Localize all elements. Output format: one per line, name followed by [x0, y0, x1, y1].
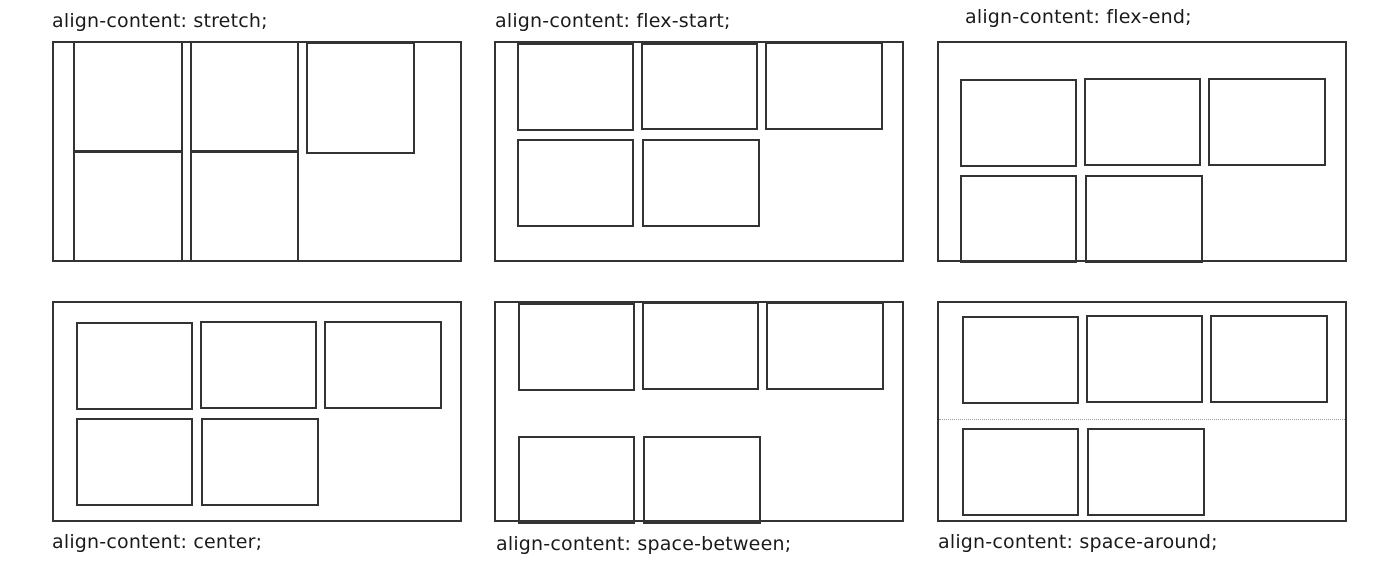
- flex-item-5: [643, 436, 761, 524]
- flex-item-3: [324, 321, 442, 409]
- flex-container-space-between: [494, 301, 904, 524]
- flex-item-5: [190, 151, 299, 262]
- flex-item-3: [1210, 315, 1328, 403]
- flex-item-5: [1087, 428, 1205, 516]
- flex-item-2: [190, 41, 299, 152]
- caption-center: align-content: center;: [52, 531, 263, 553]
- flex-item-2: [641, 43, 758, 130]
- flex-item-1: [73, 41, 183, 152]
- flex-container-flex-end: [937, 41, 1347, 263]
- flex-container-stretch: [52, 41, 462, 262]
- flex-item-2: [200, 321, 317, 409]
- flex-item-4: [518, 436, 635, 524]
- flex-item-5: [201, 418, 319, 506]
- flex-item-2: [1084, 78, 1201, 166]
- caption-space-around: align-content: space-around;: [938, 531, 1218, 553]
- flex-item-3: [1208, 78, 1326, 166]
- flex-container-space-around: [937, 301, 1347, 522]
- caption-stretch: align-content: stretch;: [52, 10, 268, 32]
- line-divider: [939, 419, 1345, 420]
- flex-item-4: [960, 175, 1077, 263]
- flex-item-1: [517, 43, 634, 131]
- flex-item-2: [1086, 315, 1203, 403]
- flex-item-2: [642, 302, 759, 390]
- flex-item-3: [765, 42, 883, 130]
- flex-container-flex-start: [494, 41, 904, 262]
- flex-item-4: [76, 418, 193, 506]
- caption-flex-start: align-content: flex-start;: [495, 10, 731, 32]
- flex-item-5: [642, 139, 760, 227]
- flex-item-4: [517, 139, 634, 227]
- flex-item-1: [76, 322, 193, 410]
- flex-item-1: [960, 79, 1077, 167]
- flex-item-1: [962, 316, 1079, 404]
- flex-item-4: [73, 151, 183, 262]
- flex-item-3: [766, 302, 884, 390]
- flex-item-3: [306, 42, 415, 154]
- caption-flex-end: align-content: flex-end;: [965, 6, 1192, 28]
- flex-container-center: [52, 301, 462, 522]
- caption-space-between: align-content: space-between;: [496, 533, 792, 555]
- flex-item-5: [1085, 175, 1203, 263]
- flex-item-4: [962, 428, 1079, 516]
- flex-item-1: [518, 303, 635, 391]
